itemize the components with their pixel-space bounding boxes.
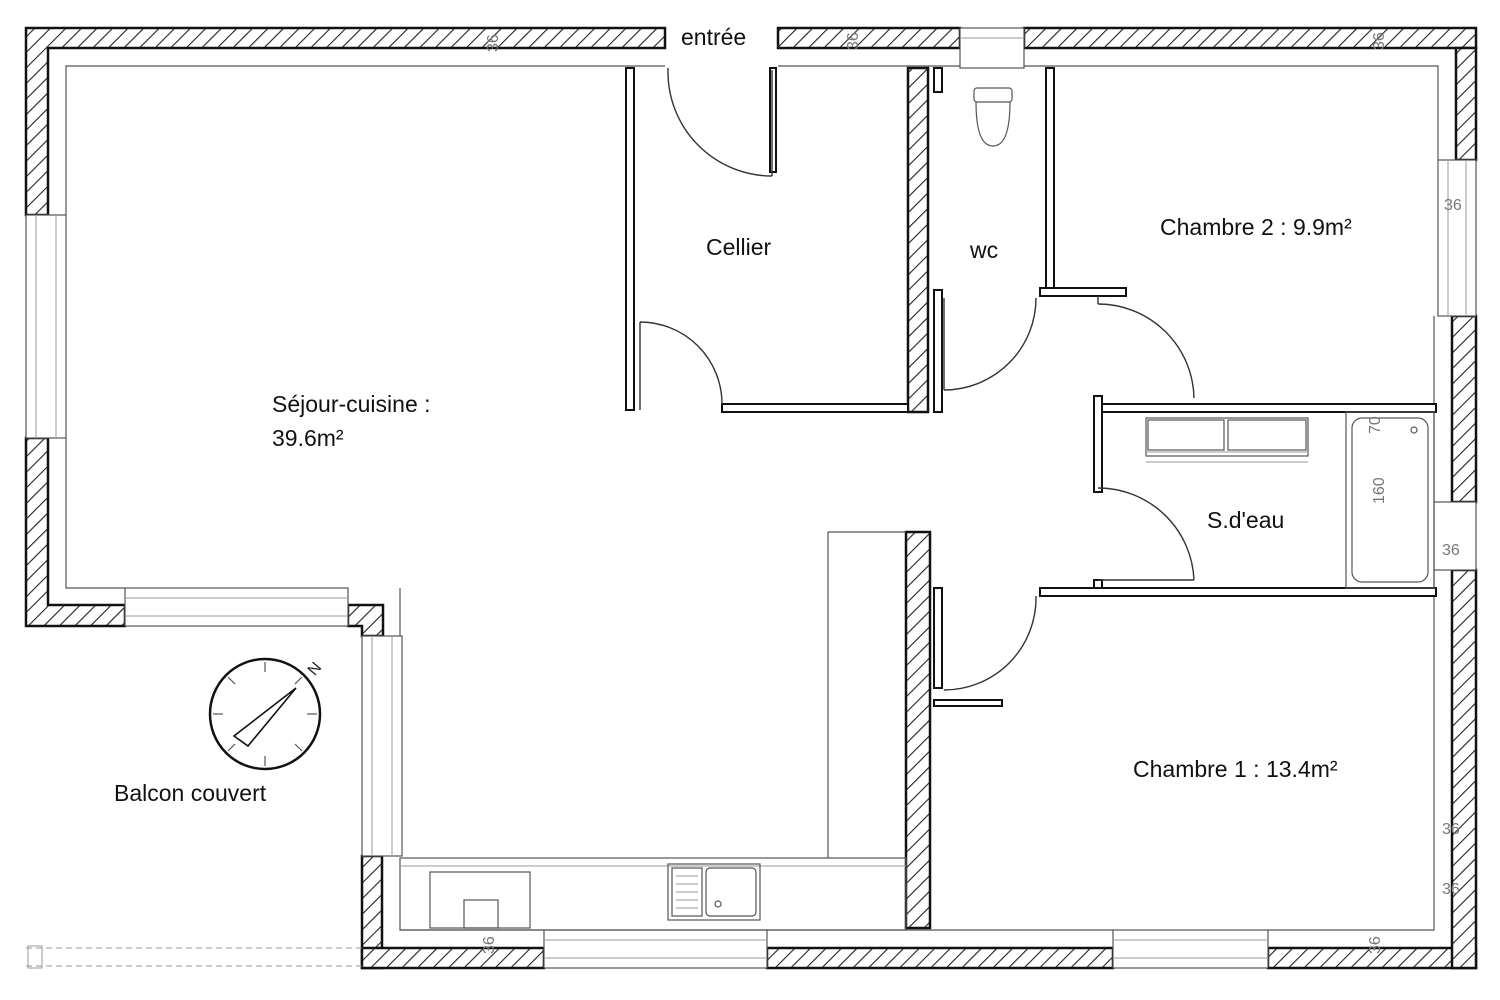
kitchen-counter	[399, 857, 907, 931]
room-labels: entrée Cellier wc Chambre 2 : 9.9m² Séjo…	[114, 24, 1352, 806]
dimension-marks: 36 36 36 36 36 36 36 36 36 160 70	[481, 32, 1462, 954]
exterior-walls	[24, 26, 1478, 970]
wall-inner-lines	[65, 65, 1439, 931]
dim-bottom-right: 36	[1367, 936, 1384, 954]
dim-bottom-left: 36	[481, 936, 498, 954]
label-chambre2: Chambre 2 : 9.9m²	[1160, 214, 1352, 240]
compass-rose	[208, 657, 322, 771]
dim-top-left: 36	[485, 34, 502, 52]
dim-right-sdeau: 36	[1442, 542, 1460, 559]
wc-toilet	[973, 87, 1013, 147]
dim-right-chambre2: 36	[1444, 197, 1462, 214]
bathroom-vanity	[1145, 417, 1309, 463]
label-sejour-line2: 39.6m²	[272, 425, 344, 451]
dim-right-chambre1-a: 36	[1442, 821, 1460, 838]
dim-bathtub-length: 160	[1371, 477, 1388, 504]
dim-top-right: 36	[1371, 32, 1388, 50]
bathtub	[1345, 411, 1435, 589]
dim-top-mid: 36	[845, 32, 862, 50]
label-balcon: Balcon couvert	[114, 780, 267, 806]
interior-partitions	[625, 67, 1437, 858]
label-wc: wc	[969, 237, 998, 263]
windows	[25, 27, 1477, 969]
dim-bathtub-width: 70	[1367, 416, 1384, 434]
label-sdeau: S.d'eau	[1207, 507, 1284, 533]
balcony-outline	[26, 945, 362, 969]
doors	[639, 68, 1195, 691]
dim-right-chambre1-b: 36	[1442, 881, 1460, 898]
label-entree: entrée	[681, 24, 746, 50]
label-chambre1: Chambre 1 : 13.4m²	[1133, 756, 1338, 782]
label-cellier: Cellier	[706, 234, 772, 260]
label-sejour-line1: Séjour-cuisine :	[272, 391, 431, 417]
compass-north-label: N	[305, 659, 325, 679]
